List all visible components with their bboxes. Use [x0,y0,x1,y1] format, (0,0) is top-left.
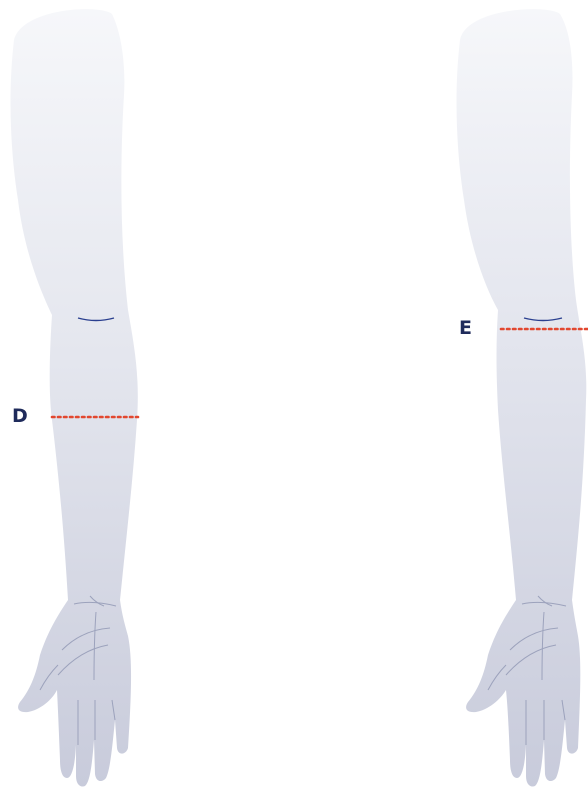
measurement-label-e: E [459,319,472,338]
left-arm [11,9,138,786]
left-arm-body [11,9,138,786]
measurement-label-d: D [12,407,28,426]
right-arm-body [457,9,587,786]
right-arm [457,9,588,786]
